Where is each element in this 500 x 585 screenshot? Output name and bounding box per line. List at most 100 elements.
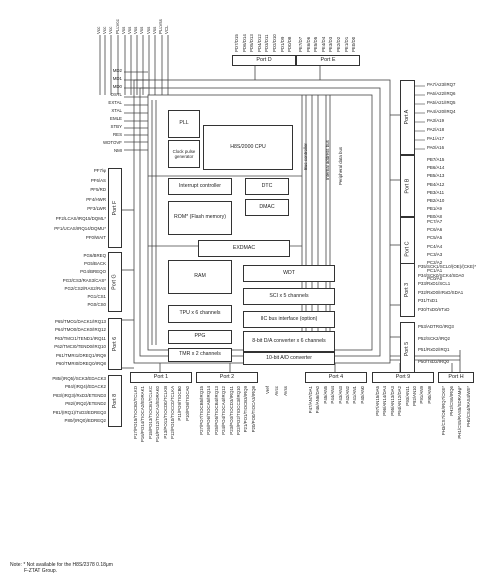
pin-label: STBY [110,124,122,129]
pin-label: PB1/A9 [427,206,442,212]
pin-label: P14/PO12/TIOCA1/EDRAK0 [155,386,161,443]
pin-label: PC0/A0 [427,276,443,282]
pin-label: P45/AN5 [322,386,328,404]
pin-label: P80/(IRQ0)/EDREQ2 [64,418,106,423]
pin-label: Vcc [96,26,101,34]
pin-label: Vref [265,386,270,394]
pin-label: PB0/A8 [427,214,442,220]
port-e: Port E [296,55,360,66]
footnote: Note: * Not available for the H8S/2378 0… [10,562,113,575]
pin-label: Vcc [108,26,114,34]
ppg-block: PPG [168,330,232,344]
port-9: Port 9 [372,372,434,383]
rom-block: ROM* (Flash memory) [168,201,232,235]
sci-block: SCI x 5 channels [243,288,335,305]
pin-label: PE1/D1 [343,36,349,52]
pin-label: PE7/D7 [298,36,303,52]
port-f: Port F [108,168,122,248]
pll-block: PLL [168,110,200,138]
pin-label: P94/AN12/DA2 [397,386,403,416]
pin-label: PF7/φ [93,168,106,173]
pin-label: Vcc [102,26,108,34]
pin-label: P64/TMO0/DACK0/IRQ12 [55,327,106,333]
port-f-label: Port F [111,200,118,216]
pin-label: P63/TMCI1/TEND1/IRQ11 [54,335,106,341]
pin-label: PG2/CS2/RAS2/RAS [64,285,106,291]
pin-label: PB7/A15 [427,157,445,162]
port-h: Port H [438,372,474,383]
pin-label: PA1/A17 [427,136,445,141]
pin-label: P95/AN13/DA3 [389,386,395,416]
pin-label: P62/TMCI0/TEND0/IRQ10 [54,344,106,350]
pin-label: P25/PO5/TIOCB4/IRQ13 [213,386,219,435]
wdt-block: WDT [243,265,335,282]
pin-label: AVcc [274,386,279,396]
ram-block: RAM [168,260,232,294]
port-5: Port 5 [400,322,415,376]
pin-label: PH1/CS5/RAS5/SDRAMφ* [457,386,463,439]
pin-label: P65/TMO1/DACK1/IRQ13 [55,319,106,324]
pin-label: PD2/D10 [272,34,277,52]
pin-label: P20/PO0/TIOCA3/IRQ8 [250,386,256,433]
pin-label: PC7/A7 [427,219,443,224]
pin-label: P60/TMRI0/DREQ0/IRQ8 [55,361,106,366]
pin-label: MD1 [112,76,122,81]
pin-label: P41/AN1 [352,386,358,404]
internal-address-bus-label: Internal address bus [325,140,330,180]
pin-label: P96/AN14/DA4 [382,386,388,416]
tpu-block: TPU x 6 channels [168,305,232,323]
port-6-label: Port 6 [111,336,118,352]
pin-label: P52/SCK2/IRQ2 [418,335,450,341]
port-3-label: Port 3 [404,282,411,298]
pin-label: RES [112,132,122,137]
pin-label: PB4/A12 [427,181,445,187]
pin-label: PA3/A19 [427,118,445,123]
exdmac-block: EXDMAC [198,240,290,257]
pin-label: P53/ADTRG/IRQ3 [418,324,454,329]
pin-label: P47/AN7/DA1 [308,386,313,414]
pin-label: PC1/A1 [427,268,443,274]
pin-label: PE2/D2 [336,36,341,52]
port-a: Port A [400,80,415,155]
pin-label: PG6/BREQ [83,253,106,258]
pin-label: P82/(IRQ2)/ETEND2 [65,401,106,407]
pin-label: EMLE [110,116,122,121]
pin-label: PC4/A4 [427,243,443,249]
pin-label: PB3/A11 [427,189,445,195]
pin-label: VCL [164,25,170,34]
pin-label: PD3/D11 [264,34,270,53]
pin-label: P34/SCK0/SCK4/SDA0 [418,272,464,278]
pin-label: PE4/D4 [320,36,326,52]
pin-label: P92/AN10 [412,386,417,407]
pin-label: P51/RxD2/IRQ1 [418,347,450,352]
port-c-label: Port C [404,241,411,257]
port-g-label: Port G [111,274,118,290]
port-1: Port 1 [130,372,192,383]
peripheral-data-bus-label: Peripheral data bus [338,146,343,185]
pin-label: P43/AN3 [337,386,343,404]
port-5-label: Port 5 [404,341,411,357]
port-g: Port G [108,252,122,312]
pin-label: P90/AN8 [426,386,432,404]
pin-label: P93/AN11 [404,386,410,406]
pin-label: P15/PO13/TIOCB1/TCLKC [147,386,153,439]
pin-label: P33/RxD1/SCL1 [418,281,451,287]
cpu-block: H8S/2000 CPU [203,125,293,170]
pin-label: PA5/A21/IRQ5 [427,100,456,105]
pin-label: AVss [283,386,288,396]
port-6: Port 6 [108,318,122,370]
pin-label: P84/(IRQ4)/EDACK2 [65,384,106,390]
port-a-label: Port A [404,110,411,125]
pin-label: PE5/D5 [313,36,319,52]
tmr-block: TMR x 2 channels [168,348,232,362]
pin-label: PF3/LWR [87,206,106,212]
pin-label: PD0/D8 [287,36,293,52]
pin-label: Vss [133,26,139,34]
pin-label: PD5/D13 [249,34,255,52]
pin-label: P50/TxD2/IRQ0 [418,358,449,364]
pin-label: P27/PO7/TIOCB5/IRQ15 [199,386,204,435]
pin-label: P42/AN2 [345,386,350,404]
clock-pulse-generator: Clock pulse generator [168,140,200,168]
pin-label: PF4/HWR [86,196,106,202]
pin-label: PA6/A22/IRQ6 [427,91,456,96]
